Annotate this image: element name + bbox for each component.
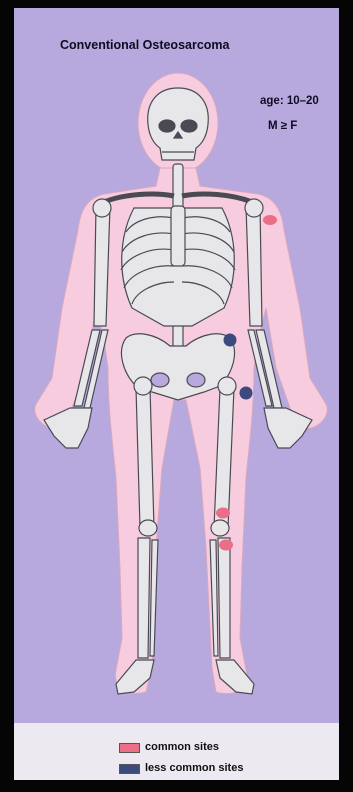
legend-swatch-common bbox=[119, 743, 140, 753]
right-obturator bbox=[187, 373, 205, 387]
marker-proximal-humerus bbox=[263, 215, 277, 225]
right-orbit bbox=[181, 120, 197, 132]
marker-proximal-femur bbox=[240, 387, 253, 400]
legend-swatch-less-common bbox=[119, 764, 140, 774]
left-orbit bbox=[159, 120, 175, 132]
sternum bbox=[171, 206, 185, 266]
left-femoral-head bbox=[134, 377, 152, 395]
left-tibia bbox=[138, 538, 150, 658]
sex-ratio-label: M ≥ F bbox=[268, 120, 339, 132]
skeleton bbox=[44, 88, 312, 694]
right-patella bbox=[211, 520, 229, 536]
legend-label-common: common sites bbox=[145, 741, 219, 753]
legend-label-less-common: less common sites bbox=[145, 762, 243, 774]
right-femoral-head bbox=[218, 377, 236, 395]
right-tibia bbox=[218, 538, 230, 658]
marker-proximal-tibia bbox=[219, 540, 233, 551]
left-humeral-head bbox=[93, 199, 111, 217]
slide-panel: Conventional Osteosarcoma age: 10–20 M ≥… bbox=[14, 8, 339, 780]
age-label: age: 10–20 bbox=[260, 95, 339, 107]
left-obturator bbox=[151, 373, 169, 387]
left-fibula bbox=[150, 540, 158, 656]
marker-distal-femur bbox=[216, 508, 230, 519]
right-humeral-head bbox=[245, 199, 263, 217]
left-patella bbox=[139, 520, 157, 536]
diagram-title: Conventional Osteosarcoma bbox=[60, 38, 300, 52]
marker-ilium bbox=[224, 334, 237, 347]
